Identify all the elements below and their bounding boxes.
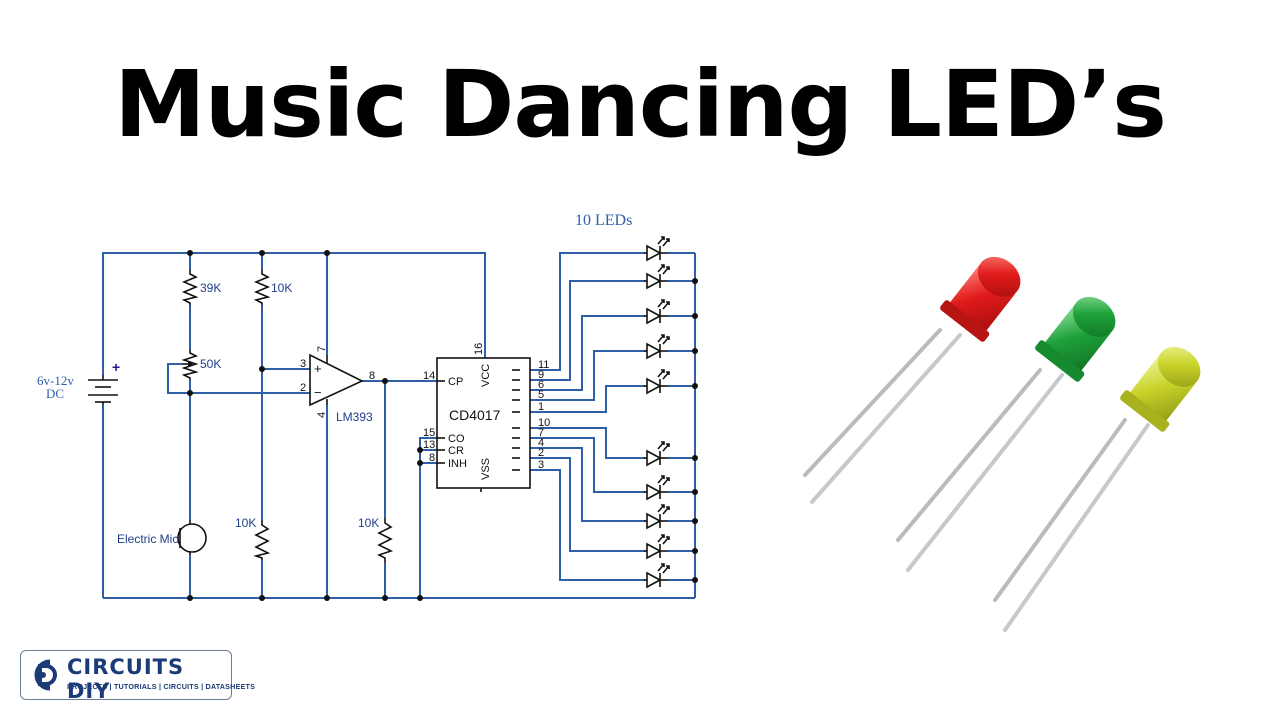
ic-cr: CR [448,445,464,457]
ic-pin-14: 14 [423,370,435,382]
ic-cp: CP [448,376,463,388]
ic-name: CD4017 [449,407,501,423]
led-7 [644,475,670,501]
led-4 [644,334,670,360]
logo-brand: CIRCUITS DIY [67,655,185,703]
opamp-plus: + [314,361,322,376]
cd4017-ic [436,357,531,492]
ic-pin-16: 16 [473,343,485,355]
battery-plus: + [112,359,120,375]
ic-pin-13: 13 [423,439,435,451]
resistor-10k-bottom-right [376,518,394,563]
logo-tagline: PROJECTS | TUTORIALS | CIRCUITS | DATASH… [67,682,256,691]
yellow-led-illustration [993,346,1201,632]
opamp-pin-7: 7 [316,346,328,352]
ic-out-9: 3 [538,459,544,471]
ic-out-1: 9 [538,369,544,381]
ic-out-4: 1 [538,401,544,413]
pot-label: 50K [200,357,221,371]
green-led-illustration [896,296,1116,572]
opamp-pin-4: 4 [316,412,328,418]
wires [102,252,696,599]
potentiometer-50k [181,350,199,380]
leds-label: 10 LEDs [575,212,632,229]
ic-vss: VSS [480,458,492,480]
supply-label-2: DC [46,386,64,401]
led-output-wires [530,252,695,581]
led-2 [644,264,670,290]
circuits-diy-logo[interactable]: CIRCUITS DIY PROJECTS | TUTORIALS | CIRC… [20,650,255,703]
ic-out-7: 4 [538,437,544,449]
opamp-minus: − [314,385,322,400]
opamp-symbol [309,353,364,407]
ic-out-3: 5 [538,389,544,401]
resistor-10k-top [253,270,271,305]
led-10 [644,563,670,589]
ic-co: CO [448,433,465,445]
led-3 [644,299,670,325]
ic-out-2: 6 [538,379,544,391]
opamp-name: LM393 [336,410,373,424]
led-6 [644,441,670,467]
supply-label-1: 6v-12v [37,373,74,388]
logo-icon [34,659,57,691]
r4-label: 10K [358,516,379,530]
resistor-39k [181,270,199,305]
opamp-pin-8: 8 [369,370,375,382]
mic-label: Electric Mic [117,532,178,546]
resistor-10k-bottom-left [253,520,271,560]
r3-label: 10K [235,516,256,530]
battery-symbol [88,375,118,405]
led-5 [644,369,670,395]
ic-out-5: 10 [538,417,550,429]
page-title: Music Dancing LED’s [114,51,1167,158]
junctions [187,250,698,601]
led-symbols [644,236,670,589]
red-led-illustration [803,256,1021,504]
ic-out-6: 7 [538,427,544,439]
led-1 [644,236,670,262]
ic-pin-8: 8 [429,452,435,464]
opamp-pin-2: 2 [300,382,306,394]
r2-label: 10K [271,281,292,295]
ic-pin-15: 15 [423,427,435,439]
microphone-symbol [177,520,207,555]
ic-out-0: 11 [538,359,549,371]
ic-inh: INH [448,458,467,470]
ic-vcc: VCC [480,364,492,387]
led-8 [644,504,670,530]
opamp-pin-3: 3 [300,358,306,370]
ic-out-8: 2 [538,447,544,459]
led-9 [644,534,670,560]
r1-label: 39K [200,281,221,295]
